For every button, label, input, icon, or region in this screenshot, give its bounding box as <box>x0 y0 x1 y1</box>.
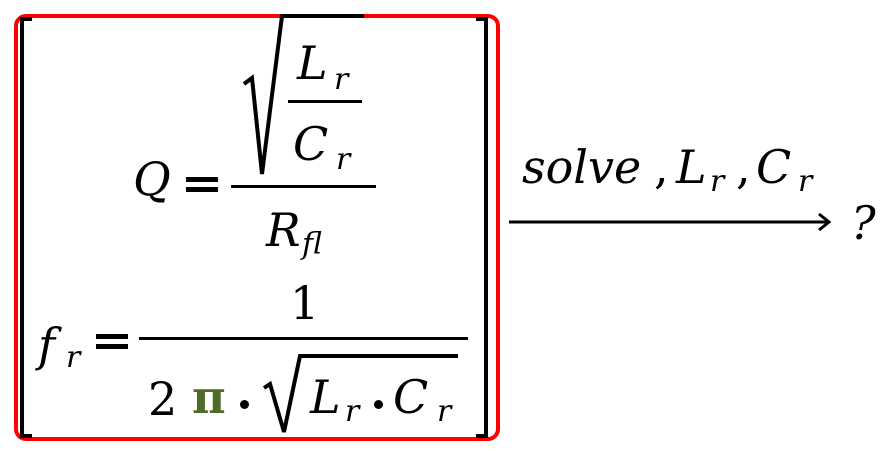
sqrt-icon <box>262 354 458 433</box>
arrow-right-icon <box>509 212 832 232</box>
fraction-bar <box>139 337 468 340</box>
l-symbol: L <box>297 36 328 90</box>
multiply-dot <box>374 400 383 409</box>
subscript: r <box>345 394 360 429</box>
selection-frame[interactable] <box>14 14 500 441</box>
subscript: r <box>798 164 813 199</box>
numerator-one: 1 <box>290 276 320 330</box>
subscript: r <box>437 394 452 429</box>
var-l: L <box>676 140 707 194</box>
multiply-dot <box>240 400 249 409</box>
coefficient-two: 2 <box>148 372 178 426</box>
solve-keyword: solve <box>522 140 642 194</box>
subscript: fl <box>302 227 323 262</box>
c-symbol: C <box>393 370 429 424</box>
subscript: r <box>334 62 349 97</box>
f-symbol: f <box>38 318 56 372</box>
l-symbol: L <box>310 370 341 424</box>
c-symbol: C <box>293 117 329 171</box>
pi-symbol: π <box>192 370 226 424</box>
subscript: r <box>336 142 351 177</box>
subscript: r <box>710 164 725 199</box>
subscript: r <box>66 340 81 375</box>
result-placeholder: ? <box>851 196 876 250</box>
inner-fraction-bar <box>288 100 362 103</box>
r-symbol: R <box>266 203 301 257</box>
right-bracket <box>476 17 488 438</box>
var-c: C <box>756 140 792 194</box>
q-symbol: Q <box>133 152 171 206</box>
fraction-bar <box>231 185 376 188</box>
left-bracket <box>20 17 32 438</box>
comma: , <box>654 140 669 194</box>
sqrt-icon <box>242 14 364 175</box>
comma: , <box>736 140 751 194</box>
